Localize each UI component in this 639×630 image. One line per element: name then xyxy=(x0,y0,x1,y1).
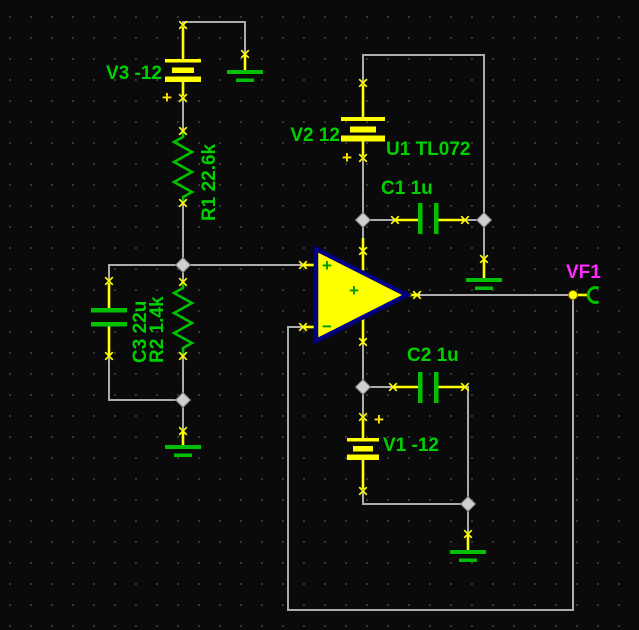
label-c3[interactable]: C3 22u xyxy=(130,301,151,363)
r1-zigzag xyxy=(171,131,195,203)
label-u1[interactable]: U1 TL072 xyxy=(386,139,470,160)
ground-below-r2[interactable] xyxy=(165,426,201,457)
wire-v1-to-nodeF[interactable] xyxy=(362,491,468,505)
opamp-triangle xyxy=(313,245,412,345)
wire-c3-to-nodeB[interactable] xyxy=(108,356,183,401)
wire-v2-top-loop[interactable] xyxy=(362,54,485,220)
v2-plate-long2 xyxy=(341,135,385,142)
c1-plate-right xyxy=(434,203,439,234)
label-r1[interactable]: R1 22.6k xyxy=(199,143,220,221)
wire-nodeA-to-c3[interactable] xyxy=(108,264,183,281)
wire-feedback-loop[interactable] xyxy=(287,295,574,611)
v3-plus-mark: + xyxy=(162,88,172,107)
label-v2[interactable]: V2 12 xyxy=(290,125,340,146)
v3-plate-long xyxy=(165,59,201,63)
ground-top-left[interactable] xyxy=(227,49,263,82)
v1-plate-long xyxy=(347,438,379,442)
v3-plate-short xyxy=(172,67,194,73)
component-vf1-probe[interactable] xyxy=(568,286,599,304)
c3-plate-top xyxy=(91,308,127,313)
component-c3-capacitor[interactable] xyxy=(91,276,127,361)
component-c2-capacitor[interactable] xyxy=(388,372,470,403)
wire-v3-to-ground[interactable] xyxy=(182,21,246,54)
vf1-terminal-dot xyxy=(568,290,578,300)
c2-plate-left xyxy=(418,372,423,403)
label-vf1[interactable]: VF1 xyxy=(566,262,601,283)
c1-plate-left xyxy=(418,203,423,234)
component-r1-resistor[interactable] xyxy=(171,126,195,208)
v1-plate-short xyxy=(353,446,373,452)
ground-right-of-c1[interactable] xyxy=(466,254,502,290)
v2-plate-short xyxy=(350,126,376,133)
v1-plus-mark: + xyxy=(374,410,384,429)
v2-plate-long xyxy=(341,117,385,121)
component-v1-battery[interactable]: + xyxy=(347,410,384,496)
label-c2[interactable]: C2 1u xyxy=(407,345,459,366)
label-v1[interactable]: V1 -12 xyxy=(383,435,439,456)
c3-plate-bottom xyxy=(91,322,127,327)
component-c1-capacitor[interactable] xyxy=(390,203,470,234)
component-v3-battery[interactable]: + xyxy=(162,20,201,107)
opamp-center-plus-mark: + xyxy=(349,281,359,300)
label-c1[interactable]: C1 1u xyxy=(381,178,433,199)
component-r2-resistor[interactable] xyxy=(171,277,195,361)
opamp-minus-input-mark: − xyxy=(322,317,332,336)
label-v3[interactable]: V3 -12 xyxy=(106,63,162,84)
opamp-plus-input-mark: + xyxy=(322,256,332,275)
ground-bottom-right[interactable] xyxy=(450,529,486,562)
component-u1-opamp[interactable]: + − + xyxy=(298,238,422,347)
c2-plate-right xyxy=(434,372,439,403)
label-r2[interactable]: R2 1.4k xyxy=(147,296,168,363)
vf1-probe-crescent-icon xyxy=(586,286,599,304)
component-v2-battery[interactable]: + xyxy=(341,78,385,167)
r2-zigzag xyxy=(171,282,195,356)
v1-plate-long2 xyxy=(347,454,379,460)
v2-plus-mark: + xyxy=(342,148,352,167)
v3-plate-long2 xyxy=(165,76,201,82)
